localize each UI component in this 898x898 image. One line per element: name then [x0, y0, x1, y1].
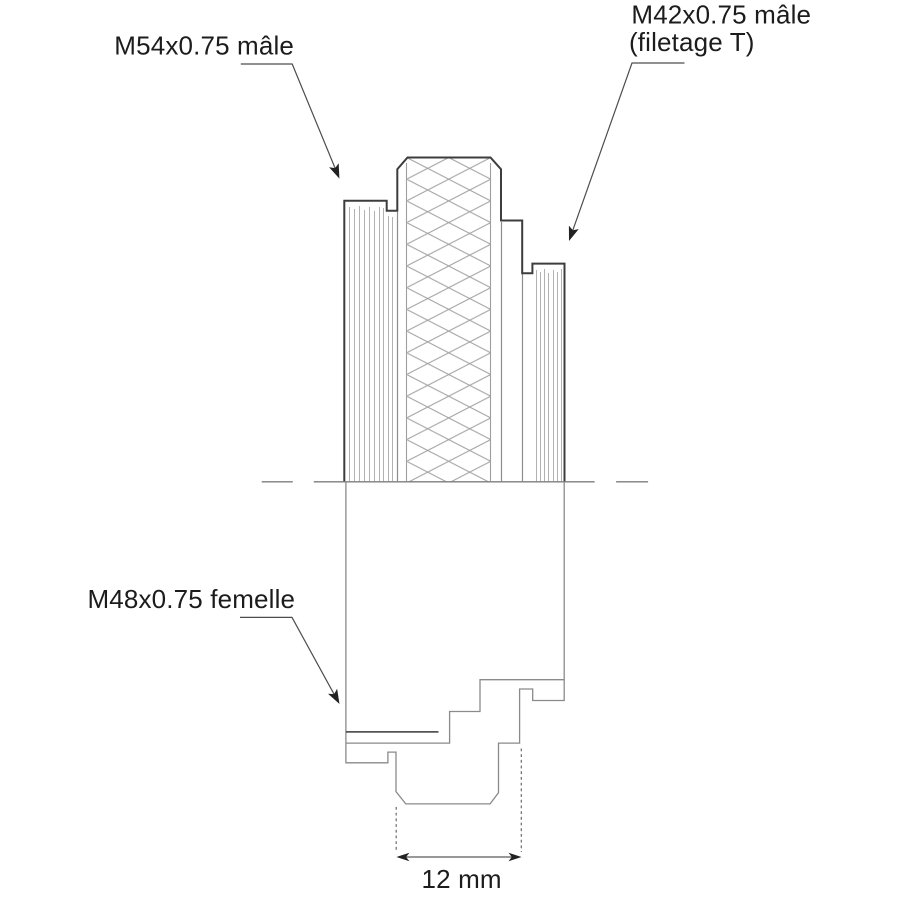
svg-text:12 mm: 12 mm — [422, 864, 502, 894]
svg-text:(filetage T): (filetage T) — [629, 27, 755, 57]
svg-text:M54x0.75 mâle: M54x0.75 mâle — [114, 31, 294, 61]
svg-text:M42x0.75 mâle: M42x0.75 mâle — [631, 0, 811, 30]
svg-text:M48x0.75 femelle: M48x0.75 femelle — [88, 584, 296, 614]
